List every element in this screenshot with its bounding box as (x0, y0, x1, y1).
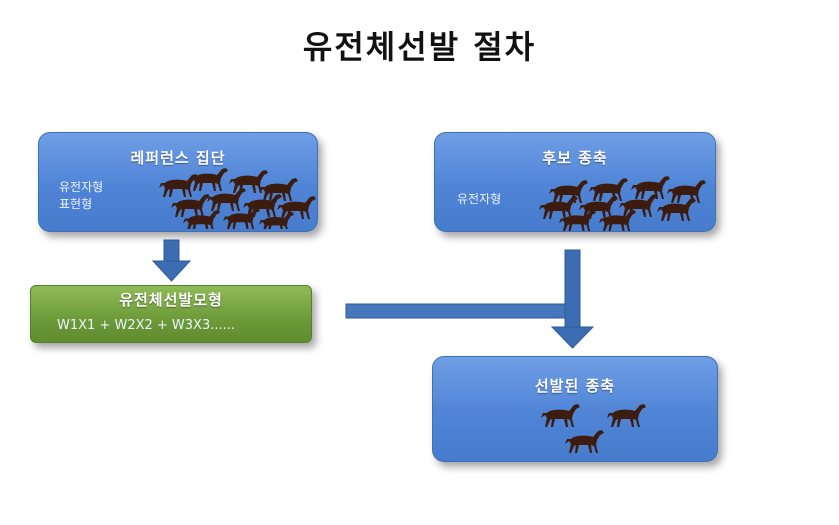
horse-icon (607, 404, 646, 427)
horse-icon (277, 196, 316, 219)
horse-icon (189, 168, 228, 191)
horse-trio-icon (541, 404, 646, 453)
horse-icon (657, 198, 696, 221)
horse-icon (183, 209, 221, 229)
horse-icon (243, 194, 282, 217)
selection-model-title: 유전체선발모형 (119, 291, 223, 309)
down-arrow-icon (550, 249, 595, 349)
reference-group-box: 레퍼런스 집단 유전자형 표현형 (38, 132, 318, 232)
candidate-group-title: 후보 종축 (542, 149, 608, 167)
horse-icon (541, 404, 580, 427)
selection-model-box: 유전체선발모형 W1X1 + W2X2 + W3X3...... (30, 285, 312, 343)
horse-herd-icon (159, 168, 316, 229)
reference-group-label-genotype: 유전자형 (59, 180, 104, 194)
horse-icon (549, 180, 588, 203)
down-arrow-icon (151, 239, 192, 282)
reference-group-label-phenotype: 표현형 (59, 197, 93, 211)
candidate-group-label-genotype: 유전자형 (457, 192, 502, 206)
horse-herd-icon (539, 176, 706, 231)
horse-icon (667, 180, 706, 203)
horse-icon (159, 174, 198, 197)
horse-icon (559, 209, 597, 231)
horse-icon (631, 176, 670, 199)
horse-icon (207, 188, 246, 211)
horse-icon (259, 211, 295, 229)
reference-group-title: 레퍼런스 집단 (130, 149, 226, 167)
horse-icon (259, 178, 298, 201)
horse-icon (223, 207, 261, 229)
horse-icon (579, 196, 618, 219)
horse-icon (229, 170, 268, 193)
connector-arrow-icon (345, 303, 569, 319)
horse-icon (565, 430, 604, 453)
selected-sires-title: 선발된 종축 (534, 377, 616, 395)
horse-icon (599, 209, 637, 231)
horse-icon (539, 196, 578, 219)
horse-icon (589, 178, 628, 201)
selection-model-formula: W1X1 + W2X2 + W3X3...... (57, 318, 236, 333)
horse-icon (171, 194, 210, 217)
horse-icon (619, 194, 658, 217)
page-title: 유전체선발 절차 (302, 28, 537, 66)
selected-sires-box: 선발된 종축 (432, 356, 718, 462)
candidate-group-box: 후보 종축 유전자형 (434, 132, 716, 232)
